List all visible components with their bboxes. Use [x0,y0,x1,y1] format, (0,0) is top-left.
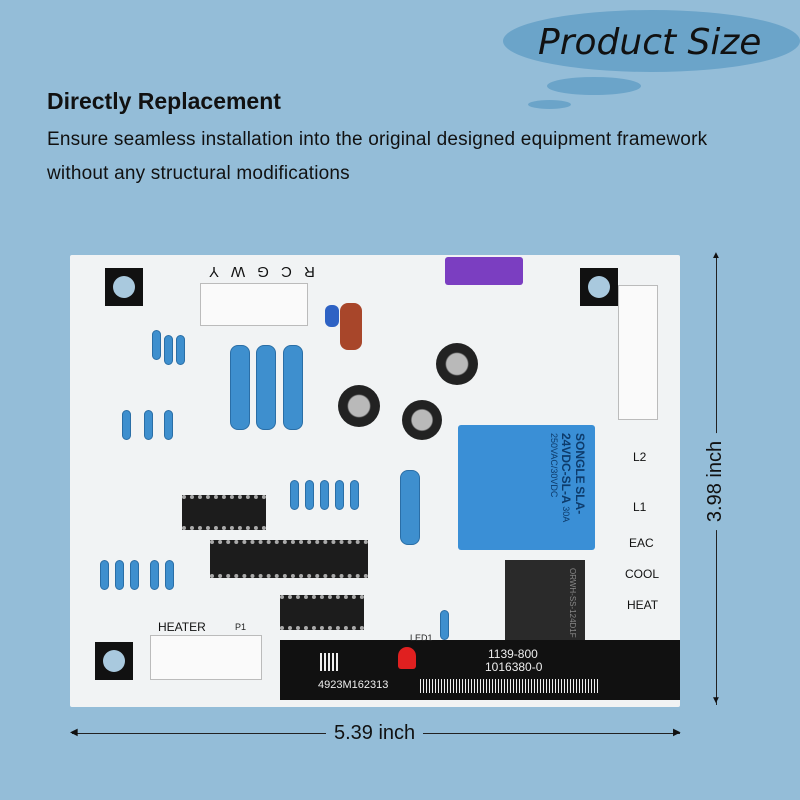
serial-number: 4923M162313 [318,679,389,691]
terminal-label: COOL [625,567,660,581]
resistor [164,335,173,365]
bubble-dot [528,100,571,109]
page-title: Product Size [538,22,762,63]
resistor [256,345,276,430]
resistor [320,480,329,510]
arrow-left-icon: ◀ [70,727,78,738]
electrolytic-capacitor [402,400,442,440]
resistor [122,410,131,440]
title-bubble [503,10,800,72]
resistor [165,560,174,590]
height-label: 3.98 inch [704,432,728,531]
resistor [230,345,250,430]
heater-connector [150,635,262,680]
terminal-label: L1 [633,500,647,514]
resistor [144,410,153,440]
arrow-down-icon: ▼ [711,695,721,706]
resistor [335,480,344,510]
resistor [164,410,173,440]
section-heading: Directly Replacement [47,88,281,114]
electrolytic-capacitor [338,385,380,427]
ic-chip-u3 [280,595,364,630]
resistor [115,560,124,590]
relay-k2-model: ORWH-SS-124D1F [568,568,577,638]
barcode [420,679,600,693]
resistor [150,560,159,590]
terminal-label: HEAT [627,598,659,612]
mount-hole [580,268,618,306]
terminal-label: L2 [633,450,647,464]
resistor [100,560,109,590]
relay-brand: SONGLE [573,433,587,484]
relay-k1: SONGLE SLA-24VDC-SL-A 30A 250VAC/30VDC [458,425,595,550]
fuse [445,257,523,285]
mov-component [340,303,362,350]
ic-chip-u1 [210,540,368,578]
capacitor [325,305,339,327]
heater-label: HEATER [158,620,206,634]
width-label: 5.39 inch [326,722,424,745]
resistor [176,335,185,365]
led [398,647,416,669]
mount-hole [95,642,133,680]
resistor [283,345,303,430]
p1-label: P1 [235,622,247,632]
qr-code [320,653,338,671]
relay-k2: ORWH-SS-124D1F [505,560,585,650]
resistor [400,470,420,545]
resistor [440,610,449,640]
mount-hole [105,268,143,306]
relay-rating: 30A 250VAC/30VDC [549,433,571,522]
circuit-board-image: R C G W Y SONGLE SLA-24VDC-SL-A 30A 250V… [70,255,680,707]
resistor [350,480,359,510]
arrow-up-icon: ▲ [711,250,721,261]
ic-chip-u2 [182,495,266,530]
resistor [290,480,299,510]
relay-model: SLA-24VDC-SL-A [559,433,587,515]
top-connector-label: R C G W Y [205,263,315,280]
electrolytic-capacitor [436,343,478,385]
led-label: LED1 [410,633,433,643]
thermostat-connector [200,283,308,326]
resistor [305,480,314,510]
part-number: 1139-800 [488,647,538,661]
part-number-secondary: 1016380-0 [485,660,543,674]
description-line: without any structural modifications [47,163,350,184]
resistor [130,560,139,590]
power-connector [618,285,658,420]
description-line: Ensure seamless installation into the or… [47,129,708,150]
bubble-dot [547,77,641,95]
terminal-label: EAC [629,536,654,550]
resistor [152,330,161,360]
arrow-right-icon: ▶ [673,727,681,738]
